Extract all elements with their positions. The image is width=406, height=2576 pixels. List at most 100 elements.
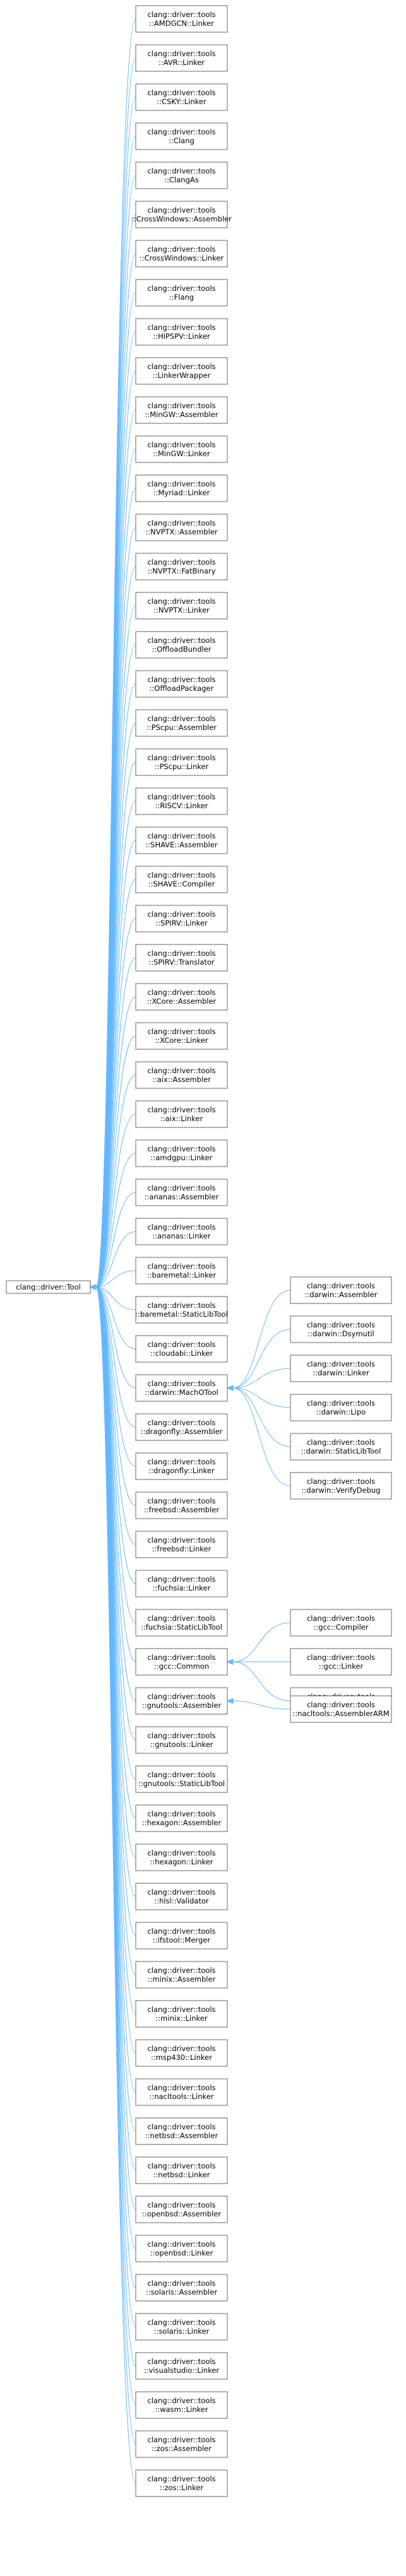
class-node-nvptx-linker[interactable]: clang::driver::tools::NVPTX::Linker (135, 592, 228, 620)
class-node-netbsd-linker[interactable]: clang::driver::tools::netbsd::Linker (135, 2156, 228, 2184)
class-node-ps4cpu-linker[interactable]: clang::driver::tools::PScpu::Linker (135, 748, 228, 776)
class-node-gnutools-linker[interactable]: clang::driver::tools::gnutools::Linker (135, 1726, 228, 1754)
class-name-line: clang::driver::tools (307, 1700, 375, 1709)
class-name-line: ::NVPTX::FatBinary (148, 567, 216, 575)
class-node-minix-linker[interactable]: clang::driver::tools::minix::Linker (135, 2000, 228, 2028)
class-node-box (135, 83, 228, 111)
class-node-darwin-verifydebug[interactable]: clang::driver::tools::darwin::VerifyDebu… (290, 1472, 392, 1500)
class-node-spirv-linker[interactable]: clang::driver::tools::SPIRV::Linker (135, 905, 228, 932)
class-node-aix-assembler[interactable]: clang::driver::tools::aix::Assembler (135, 1061, 228, 1089)
class-node-hexagon-assembler[interactable]: clang::driver::tools::hexagon::Assembler (135, 1804, 228, 1832)
class-node-box (135, 1179, 228, 1206)
class-node-gcc-compiler[interactable]: clang::driver::tools::gcc::Compiler (290, 1609, 392, 1637)
class-node-crosswindows-assembler[interactable]: clang::driver::tools::CrossWindows::Asse… (131, 201, 232, 228)
class-node-xcore-linker[interactable]: clang::driver::tools::XCore::Linker (135, 1022, 228, 1050)
class-name-line: ::dragonfly::Assembler (141, 1427, 223, 1436)
class-node-ifstool-merger[interactable]: clang::driver::tools::ifstool::Merger (135, 1922, 228, 1950)
class-name-line: clang::driver::tools (147, 167, 215, 175)
class-node-msp430-linker[interactable]: clang::driver::tools::msp430::Linker (135, 2039, 228, 2067)
class-name-line: clang::driver::tools (147, 401, 215, 410)
class-node-ananas-linker[interactable]: clang::driver::tools::ananas::Linker (135, 1218, 228, 1245)
class-node-myriad-linker[interactable]: clang::driver::tools::Myriad::Linker (135, 474, 228, 502)
class-node-fuchsia-staticlibtool[interactable]: clang::driver::tools::fuchsia::StaticLib… (135, 1609, 228, 1637)
class-node-dragonfly-linker[interactable]: clang::driver::tools::dragonfly::Linker (135, 1452, 228, 1480)
class-node-solaris-assembler[interactable]: clang::driver::tools::solaris::Assembler (135, 2274, 228, 2302)
class-node-cloudabi-linker[interactable]: clang::driver::tools::cloudabi::Linker (135, 1335, 228, 1363)
class-node-zos-assembler[interactable]: clang::driver::tools::zos::Assembler (135, 2430, 228, 2458)
class-node-darwin-lipo[interactable]: clang::driver::tools::darwin::Lipo (290, 1394, 392, 1421)
class-node-box (6, 1280, 91, 1294)
class-node-freebsd-linker[interactable]: clang::driver::tools::freebsd::Linker (135, 1531, 228, 1558)
class-node-mingw-assembler[interactable]: clang::driver::tools::MinGW::Assembler (135, 396, 228, 424)
class-node-wasm-linker[interactable]: clang::driver::tools::wasm::Linker (135, 2391, 228, 2419)
edge-aix-assembler-to-tool (95, 1074, 136, 1288)
class-node-crosswindows-linker[interactable]: clang::driver::tools::CrossWindows::Link… (135, 240, 228, 268)
class-node-darwin-linker[interactable]: clang::driver::tools::darwin::Linker (290, 1355, 392, 1382)
class-node-openbsd-linker[interactable]: clang::driver::tools::openbsd::Linker (135, 2235, 228, 2262)
class-name-line: ::SPIRV::Linker (155, 919, 208, 927)
class-node-darwin-dsymutil[interactable]: clang::driver::tools::darwin::Dsymutil (290, 1315, 392, 1343)
class-node-avr-linker[interactable]: clang::driver::tools::AVR::Linker (135, 44, 228, 72)
class-node-gnutools-assembler[interactable]: clang::driver::tools::gnutools::Assemble… (135, 1687, 228, 1715)
class-name-line: clang::driver::tools (147, 1340, 215, 1349)
class-node-zos-linker[interactable]: clang::driver::tools::zos::Linker (135, 2469, 228, 2497)
class-node-box (135, 1844, 228, 1871)
class-node-nacltools-assemblerarm[interactable]: clang::driver::tools::nacltools::Assembl… (290, 1695, 392, 1723)
class-name-line: ::gcc::Compiler (313, 1623, 368, 1632)
class-name-line: ::cloudabi::Linker (150, 1349, 213, 1358)
class-node-offloadbundler[interactable]: clang::driver::tools::OffloadBundler (135, 631, 228, 659)
class-node-hipspv-linker[interactable]: clang::driver::tools::HIPSPV::Linker (135, 318, 228, 346)
class-node-hlsl-validator[interactable]: clang::driver::tools::hlsl::Validator (135, 1883, 228, 1910)
class-node-nvptx-fatbinary[interactable]: clang::driver::tools::NVPTX::FatBinary (135, 553, 228, 580)
class-node-aix-linker[interactable]: clang::driver::tools::aix::Linker (135, 1100, 228, 1128)
edge-fuchsia-staticlibtool-to-tool (95, 1286, 136, 1623)
class-node-shave-assembler[interactable]: clang::driver::tools::SHAVE::Assembler (135, 826, 228, 854)
class-node-baremetal-linker[interactable]: clang::driver::tools::baremetal::Linker (135, 1257, 228, 1285)
class-name-line: ::zos::Assembler (152, 2444, 212, 2453)
class-node-dragonfly-assembler[interactable]: clang::driver::tools::dragonfly::Assembl… (135, 1413, 228, 1441)
class-node-flang[interactable]: clang::driver::tools::Flang (135, 279, 228, 307)
class-node-hexagon-linker[interactable]: clang::driver::tools::hexagon::Linker (135, 1844, 228, 1871)
class-node-darwin-staticlibtool[interactable]: clang::driver::tools::darwin::StaticLibT… (290, 1433, 392, 1461)
class-node-openbsd-assembler[interactable]: clang::driver::tools::openbsd::Assembler (135, 2196, 228, 2223)
class-node-tool[interactable]: clang::driver::Tool (6, 1280, 91, 1294)
class-node-riscv-linker[interactable]: clang::driver::tools::RISCV::Linker (135, 787, 228, 815)
class-name-line: clang::driver::tools (147, 558, 215, 567)
class-name-line: ::solaris::Assembler (146, 2288, 217, 2297)
class-node-clang[interactable]: clang::driver::tools::Clang (135, 122, 228, 150)
edge-dragonfly-assembler-to-tool (95, 1286, 136, 1428)
class-name-line: ::netbsd::Assembler (145, 2131, 218, 2140)
class-node-xcore-assembler[interactable]: clang::driver::tools::XCore::Assembler (135, 983, 228, 1011)
edge-ananas-linker-to-tool (95, 1231, 136, 1288)
class-node-gcc-common[interactable]: clang::driver::tools::gcc::Common (135, 1648, 228, 1676)
class-node-clangas[interactable]: clang::driver::tools::ClangAs (135, 162, 228, 189)
class-node-mingw-linker[interactable]: clang::driver::tools::MinGW::Linker (135, 435, 228, 463)
class-node-ps4cpu-assembler[interactable]: clang::driver::tools::PScpu::Assembler (135, 709, 228, 737)
class-node-darwin-assembler[interactable]: clang::driver::tools::darwin::Assembler (290, 1276, 392, 1304)
class-node-box (135, 1413, 228, 1441)
class-node-minix-assembler[interactable]: clang::driver::tools::minix::Assembler (135, 1961, 228, 1989)
class-node-box (135, 1687, 228, 1715)
class-node-netbsd-assembler[interactable]: clang::driver::tools::netbsd::Assembler (135, 2117, 228, 2145)
class-node-nvptx-assembler[interactable]: clang::driver::tools::NVPTX::Assembler (135, 514, 228, 541)
class-node-shave-compiler[interactable]: clang::driver::tools::SHAVE::Compiler (135, 866, 228, 893)
class-node-amdgpu-linker[interactable]: clang::driver::tools::amdgpu::Linker (135, 1139, 228, 1167)
class-node-ananas-assembler[interactable]: clang::driver::tools::ananas::Assembler (135, 1179, 228, 1206)
class-node-darwin-machotool[interactable]: clang::driver::tools::darwin::MachOTool (135, 1374, 228, 1402)
class-node-baremetal-staticlibtool[interactable]: clang::driver::tools::baremetal::StaticL… (135, 1296, 228, 1324)
class-node-visualstudio-linker[interactable]: clang::driver::tools::visualstudio::Link… (135, 2352, 228, 2380)
class-node-fuchsia-linker[interactable]: clang::driver::tools::fuchsia::Linker (135, 1570, 228, 1597)
class-name-line: ::CSKY::Linker (157, 97, 206, 106)
class-node-nacltools-linker[interactable]: clang::driver::tools::nacltools::Linker (135, 2078, 228, 2106)
class-node-gcc-linker[interactable]: clang::driver::tools::gcc::Linker (290, 1648, 392, 1676)
class-node-solaris-linker[interactable]: clang::driver::tools::solaris::Linker (135, 2313, 228, 2341)
class-node-spirv-translator[interactable]: clang::driver::tools::SPIRV::Translator (135, 944, 228, 972)
class-node-amdgcn-linker[interactable]: clang::driver::tools::AMDGCN::Linker (135, 5, 228, 33)
class-node-linkerwrapper[interactable]: clang::driver::tools::LinkerWrapper (135, 357, 228, 385)
class-node-box (135, 748, 228, 776)
class-node-gnutools-staticlibtool[interactable]: clang::driver::tools::gnutools::StaticLi… (135, 1765, 228, 1793)
class-name-line: ::netbsd::Linker (153, 2170, 210, 2179)
class-node-csky-linker[interactable]: clang::driver::tools::CSKY::Linker (135, 83, 228, 111)
class-node-offloadpackager[interactable]: clang::driver::tools::OffloadPackager (135, 670, 228, 698)
class-node-freebsd-assembler[interactable]: clang::driver::tools::freebsd::Assembler (135, 1491, 228, 1519)
